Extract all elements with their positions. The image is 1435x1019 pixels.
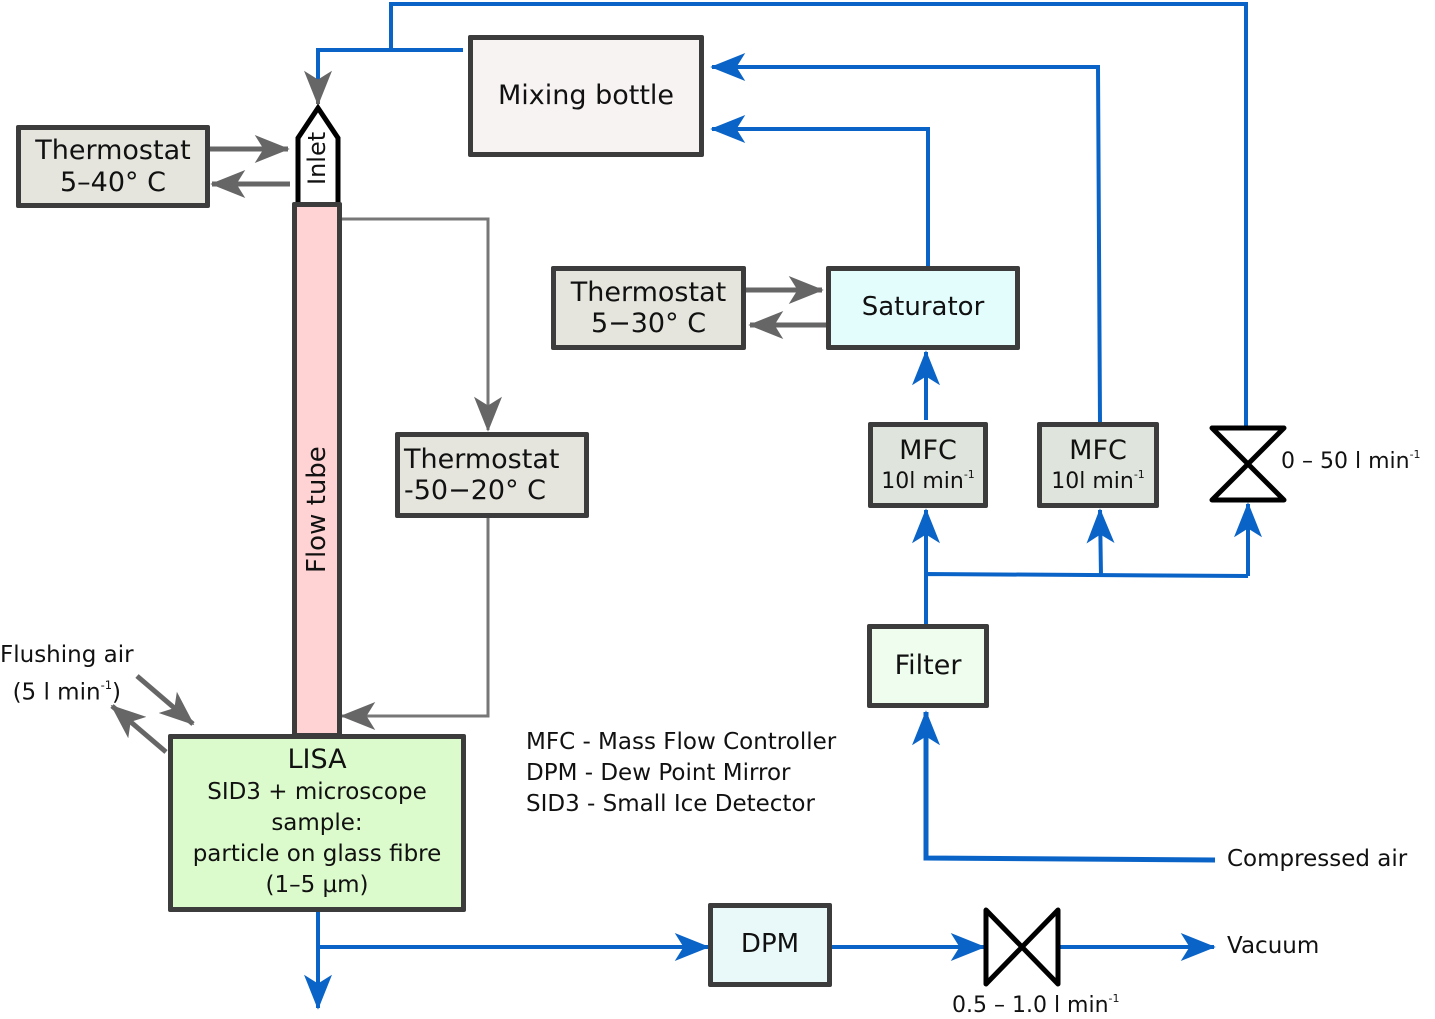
saturator-box: Saturator	[826, 266, 1020, 350]
line-saturator-to-mixing	[710, 115, 930, 266]
legend-mfc: MFC - Mass Flow Controller	[526, 729, 837, 755]
thermostat-flowtube-title: Thermostat	[404, 443, 560, 475]
line-thermo3-to-flowtube	[340, 518, 490, 730]
line-to-mfc2	[1086, 508, 1115, 577]
lisa-box: LISA SID3 + microscope sample: particle …	[168, 734, 466, 912]
valve-top-label: 0 – 50 l min-1	[1281, 448, 1421, 474]
abbreviation-legend: MFC - Mass Flow Controller DPM - Dew Poi…	[526, 727, 836, 820]
inlet-label: Inlet	[303, 131, 331, 185]
mixing-bottle-box: Mixing bottle	[468, 35, 704, 157]
flushing-air-rate-value: (5 l min	[12, 679, 101, 706]
thermostat-inlet-title: Thermostat	[35, 135, 191, 167]
filter-label: Filter	[894, 649, 962, 681]
dpm-label: DPM	[740, 929, 800, 960]
flow-tube: Flow tube	[292, 202, 342, 738]
compressed-air-label: Compressed air	[1227, 846, 1408, 872]
line-mixing-to-inlet	[316, 48, 463, 82]
mfc-1-rate-exp: -1	[963, 467, 975, 481]
saturator-label: Saturator	[861, 292, 985, 323]
line-flowtube-to-thermo3	[340, 217, 502, 432]
valve-top-rate: 0 – 50 l min	[1281, 448, 1410, 474]
inlet-shape	[295, 103, 341, 202]
valve-bottom-rate: 0.5 – 1.0 l min	[952, 992, 1109, 1018]
valve-top-rate-exp: -1	[1409, 448, 1421, 461]
thermostat-flowtube-range: -50−20° C	[404, 475, 547, 506]
line-filter-up	[924, 571, 1249, 624]
mixing-bottle-label: Mixing bottle	[497, 79, 675, 111]
flushing-air-rate-exp: -1	[100, 678, 113, 692]
lisa-title: LISA	[287, 744, 347, 775]
lisa-line-3: particle on glass fibre	[192, 841, 442, 867]
flushing-air-rate: (5 l min-1)	[0, 670, 134, 707]
valve-bottom-icon	[983, 907, 1061, 987]
filter-box: Filter	[867, 624, 989, 708]
line-flush-in	[135, 674, 195, 726]
thermostat-saturator-title: Thermostat	[570, 276, 727, 308]
mfc-1-title: MFC	[899, 435, 957, 467]
mfc-1-rate-value: 10l min	[881, 468, 964, 494]
legend-sid3: SID3 - Small Ice Detector	[526, 791, 815, 817]
line-flush-out	[110, 704, 168, 754]
line-compressed-to-filter	[912, 710, 1216, 863]
lisa-line-4: (1–5 µm)	[265, 872, 369, 898]
line-mfc2-to-mixing	[710, 53, 1102, 425]
thermostat-inlet-box: Thermostat 5–40° C	[16, 125, 210, 208]
thermostat-saturator-range: 5−30° C	[590, 308, 707, 339]
lisa-line-2: sample:	[271, 810, 363, 836]
valve-bottom-rate-exp: -1	[1108, 992, 1120, 1005]
mfc-1-box: MFC 10l min-1	[868, 422, 988, 508]
thermostat-inlet-range: 5–40° C	[60, 166, 166, 198]
lisa-line-1: SID3 + microscope	[207, 779, 427, 805]
flushing-air-label: Flushing air (5 l min-1)	[0, 640, 134, 707]
valve-top-icon	[1209, 425, 1287, 503]
flushing-air-rate-close: )	[112, 679, 122, 706]
legend-dpm: DPM - Dew Point Mirror	[526, 760, 791, 786]
thermostat-saturator-box: Thermostat 5−30° C	[551, 266, 746, 350]
flow-tube-label: Flow tube	[301, 446, 332, 574]
mfc-1-rate: 10l min-1	[881, 468, 975, 495]
vacuum-label: Vacuum	[1227, 933, 1320, 959]
mfc-2-box: MFC 10l min-1	[1037, 422, 1159, 508]
valve-bottom-label: 0.5 – 1.0 l min-1	[952, 992, 1120, 1018]
thermostat-flowtube-box: Thermostat -50−20° C	[395, 432, 589, 518]
mfc-2-rate: 10l min-1	[1051, 468, 1145, 495]
mfc-2-title: MFC	[1069, 435, 1127, 467]
mfc-2-rate-exp: -1	[1133, 467, 1145, 481]
dpm-box: DPM	[708, 903, 832, 987]
mfc-2-rate-value: 10l min	[1051, 468, 1134, 494]
flushing-air-title: Flushing air	[0, 642, 134, 668]
line-valve-to-inlet	[389, 2, 1248, 430]
